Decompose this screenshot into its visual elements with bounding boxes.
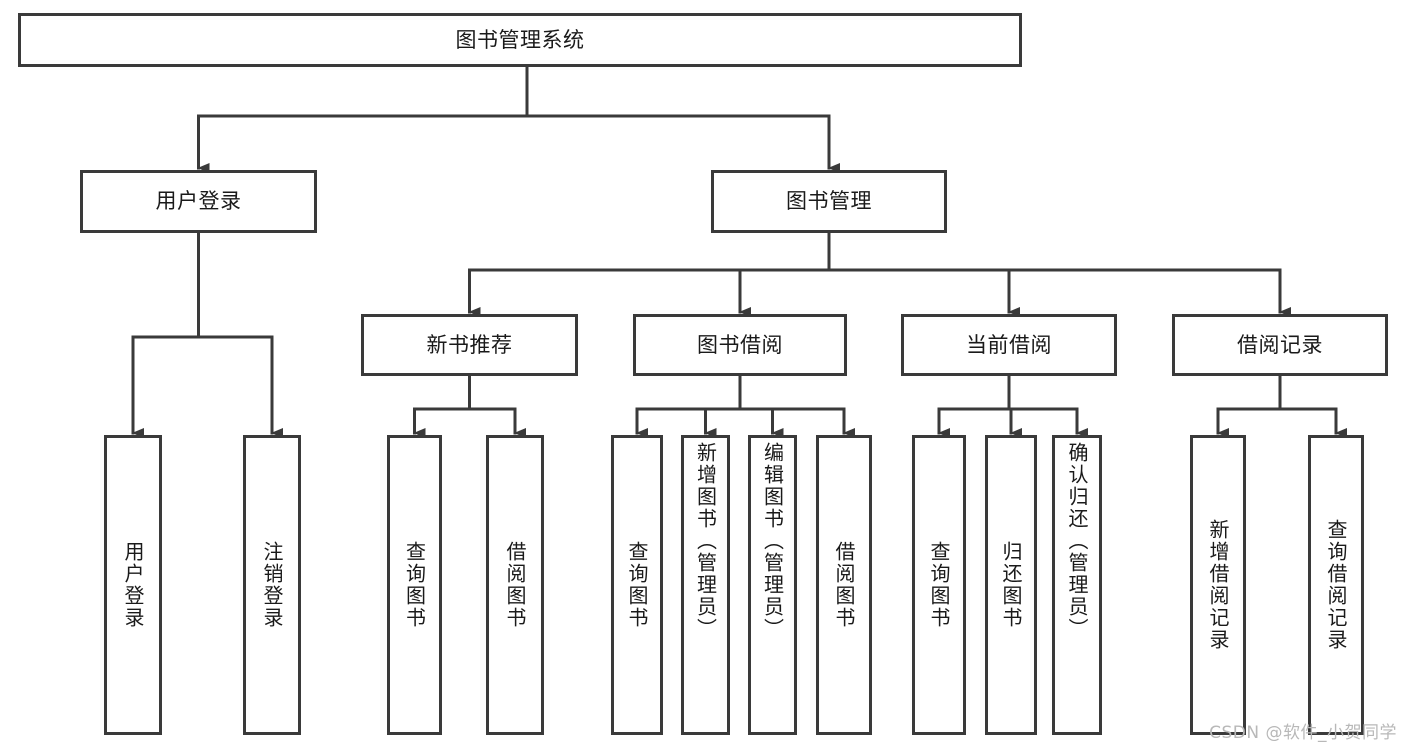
node-label: 归还图书 bbox=[999, 541, 1023, 629]
node-label: 查询借阅记录 bbox=[1324, 519, 1348, 651]
node-label: 图书管理系统 bbox=[455, 27, 585, 52]
node-leaf-11[interactable]: 新增借阅记录 bbox=[1190, 435, 1246, 735]
node-leaf-1[interactable]: 注销登录 bbox=[243, 435, 301, 735]
node-label: 新增图书（管理员） bbox=[693, 442, 718, 640]
node-leaf-9[interactable]: 归还图书 bbox=[985, 435, 1037, 735]
node-label: 借阅图书 bbox=[503, 541, 527, 629]
node-leaf-0[interactable]: 用户登录 bbox=[104, 435, 162, 735]
node-label: 图书借阅 bbox=[697, 332, 783, 357]
node-leaf-12[interactable]: 查询借阅记录 bbox=[1308, 435, 1364, 735]
node-level2-0[interactable]: 用户登录 bbox=[80, 170, 317, 233]
node-level3-0[interactable]: 新书推荐 bbox=[361, 314, 578, 376]
node-label: 新书推荐 bbox=[426, 332, 513, 357]
node-leaf-5[interactable]: 新增图书（管理员） bbox=[681, 435, 730, 735]
csdn-watermark: CSDN @软件_小贺同学 bbox=[1209, 723, 1397, 743]
node-label: 编辑图书（管理员） bbox=[760, 442, 785, 640]
node-level3-2[interactable]: 当前借阅 bbox=[901, 314, 1117, 376]
node-label: 图书管理 bbox=[786, 189, 872, 214]
node-leaf-3[interactable]: 借阅图书 bbox=[486, 435, 544, 735]
node-level3-3[interactable]: 借阅记录 bbox=[1172, 314, 1388, 376]
node-leaf-4[interactable]: 查询图书 bbox=[611, 435, 663, 735]
node-leaf-2[interactable]: 查询图书 bbox=[387, 435, 442, 735]
node-label: 注销登录 bbox=[260, 541, 284, 629]
node-label: 借阅记录 bbox=[1237, 332, 1323, 357]
node-level2-1[interactable]: 图书管理 bbox=[711, 170, 947, 233]
node-leaf-10[interactable]: 确认归还（管理员） bbox=[1052, 435, 1102, 735]
node-label: 用户登录 bbox=[121, 541, 145, 629]
node-root-图书管理系统[interactable]: 图书管理系统 bbox=[18, 13, 1022, 67]
node-label: 确认归还（管理员） bbox=[1065, 442, 1089, 640]
node-label: 查询图书 bbox=[927, 541, 951, 629]
node-label: 查询图书 bbox=[625, 541, 649, 629]
node-leaf-7[interactable]: 借阅图书 bbox=[816, 435, 872, 735]
node-level3-1[interactable]: 图书借阅 bbox=[633, 314, 847, 376]
node-label: 用户登录 bbox=[155, 189, 242, 214]
node-label: 新增借阅记录 bbox=[1206, 519, 1230, 651]
node-label: 查询图书 bbox=[402, 541, 427, 629]
node-leaf-6[interactable]: 编辑图书（管理员） bbox=[748, 435, 797, 735]
node-leaf-8[interactable]: 查询图书 bbox=[912, 435, 966, 735]
node-label: 当前借阅 bbox=[966, 332, 1052, 357]
node-label: 借阅图书 bbox=[832, 541, 856, 629]
